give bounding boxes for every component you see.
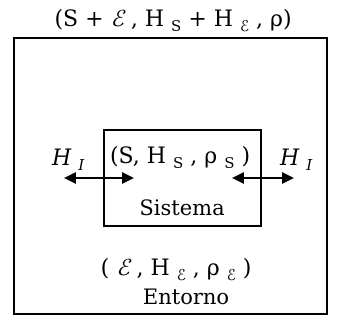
interaction-right-arrow-head-right (282, 172, 294, 184)
interaction-right-label: H I (279, 146, 313, 174)
total-label-plus: + H (188, 7, 233, 32)
environment-label-sub-h: ℰ (177, 266, 186, 284)
environment-label: ( ℰ , H ℰ , ρ ℰ ) (101, 256, 252, 286)
system-name: Sistema (139, 196, 224, 220)
total-system-frame (13, 37, 328, 315)
interaction-right-arrow-head-left (232, 172, 244, 184)
interaction-right-sub: I (305, 156, 313, 174)
system-label-sub-rho: S (224, 154, 234, 172)
total-system-label: (S + ℰ , H S + H ℰ , ρ) (54, 7, 291, 37)
interaction-left-arrow (64, 172, 134, 184)
total-label-pre: (S + (54, 7, 110, 32)
system-label-sub-s: S (173, 154, 183, 172)
system-label: (S, H S , ρ S ) (110, 144, 250, 174)
total-label-sub-s: S (171, 17, 181, 35)
total-label-post: , ρ) (256, 7, 292, 32)
interaction-left-label: H I (51, 146, 85, 174)
environment-label-mid2: , ρ (193, 256, 220, 281)
system-label-pre: (S, H (110, 144, 166, 169)
environment-label-pre: ( (101, 256, 110, 281)
environment-name: Entorno (143, 285, 229, 309)
environment-label-cal-e: ℰ (116, 256, 132, 281)
system-label-mid: , ρ (190, 144, 217, 169)
interaction-left-sub: I (77, 156, 85, 174)
environment-label-sub-rho: ℰ (227, 266, 236, 284)
total-label-mid: , H (131, 7, 164, 32)
interaction-right-symbol: H (279, 146, 300, 171)
environment-label-mid1: , H (137, 256, 170, 281)
environment-label-post: ) (243, 256, 252, 281)
interaction-left-arrow-head-left (64, 172, 76, 184)
system-label-post: ) (241, 144, 250, 169)
total-label-sub-e: ℰ (240, 17, 249, 35)
total-label-cal-e: ℰ (111, 7, 127, 32)
interaction-left-arrow-head-right (122, 172, 134, 184)
interaction-left-symbol: H (51, 146, 72, 171)
interaction-right-arrow (232, 172, 294, 184)
